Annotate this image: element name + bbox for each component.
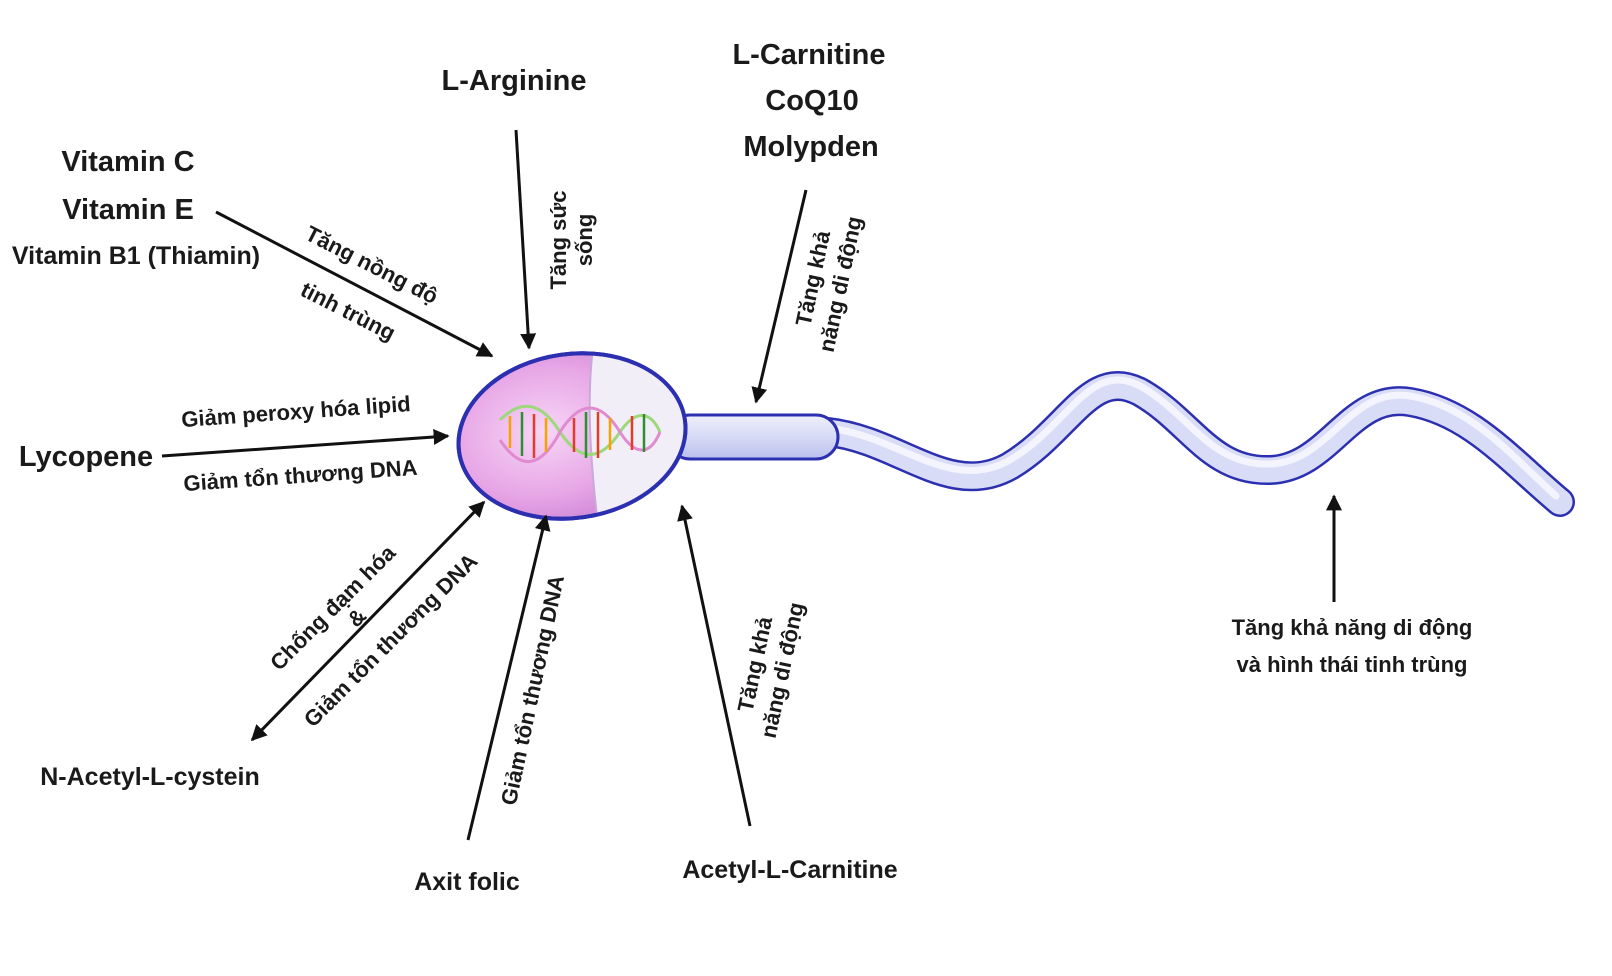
label-axit-folic: Axit folic — [414, 868, 520, 896]
arrow-l-carnitine — [751, 189, 808, 404]
dna-helix-icon — [498, 404, 662, 463]
effect-l-arginine: Tăng sức sống — [546, 190, 597, 289]
effect-giam-peroxy: Giảm peroxy hóa lipid — [180, 391, 411, 432]
arrow-lycopene — [161, 429, 450, 458]
effect-tang-suc-song-line2: sống — [572, 214, 597, 267]
sperm-cell-icon — [456, 338, 1575, 534]
effect-tang-nong-do-line2: tinh trùng — [297, 277, 400, 346]
sperm-midpiece — [666, 413, 840, 461]
label-l-arginine: L-Arginine — [442, 65, 587, 97]
effect-l-carnitine: Tăng khả năng di động — [791, 214, 867, 354]
label-acetyl-l-carnitine: Acetyl-L-Carnitine — [682, 856, 897, 884]
arrow-l-arginine — [514, 129, 537, 350]
effect-axit-folic: Giảm tổn thương DNA — [496, 573, 569, 808]
label-lycopene: Lycopene — [19, 441, 153, 473]
label-vitamin-c: Vitamin C — [61, 146, 194, 178]
arrow-nac — [250, 500, 486, 742]
label-vitamin-b1: Vitamin B1 (Thiamin) — [12, 242, 260, 270]
effect-giam-ton-thuong-folic: Giảm tổn thương DNA — [496, 573, 569, 808]
arrow-acetyl-l-carnitine — [677, 504, 752, 827]
effect-tang-suc-song-line1: Tăng sức — [546, 190, 571, 289]
effect-acetyl-l-carnitine: Tăng khả năng di động — [733, 600, 809, 740]
effect-tail-line2: và hình thái tinh trùng — [1237, 652, 1468, 677]
effect-giam-ton-thuong-lycopene: Giảm tổn thương DNA — [183, 455, 419, 496]
label-l-carnitine: L-Carnitine — [732, 39, 885, 71]
arrow-axit-folic — [466, 514, 551, 841]
label-molypden: Molypden — [743, 131, 878, 163]
label-vitamin-e: Vitamin E — [62, 194, 194, 226]
arrow-vitamins — [215, 210, 494, 358]
label-coq10: CoQ10 — [765, 85, 858, 117]
effect-lycopene: Giảm peroxy hóa lipid Giảm tổn thương DN… — [180, 391, 419, 496]
effect-giam-ton-thuong-nac: Giảm tổn thương DNA — [299, 548, 483, 732]
label-nac: N-Acetyl-L-cystein — [40, 763, 260, 791]
effect-tail-line1: Tăng khả năng di động — [1232, 615, 1473, 640]
sperm-head — [456, 338, 697, 534]
